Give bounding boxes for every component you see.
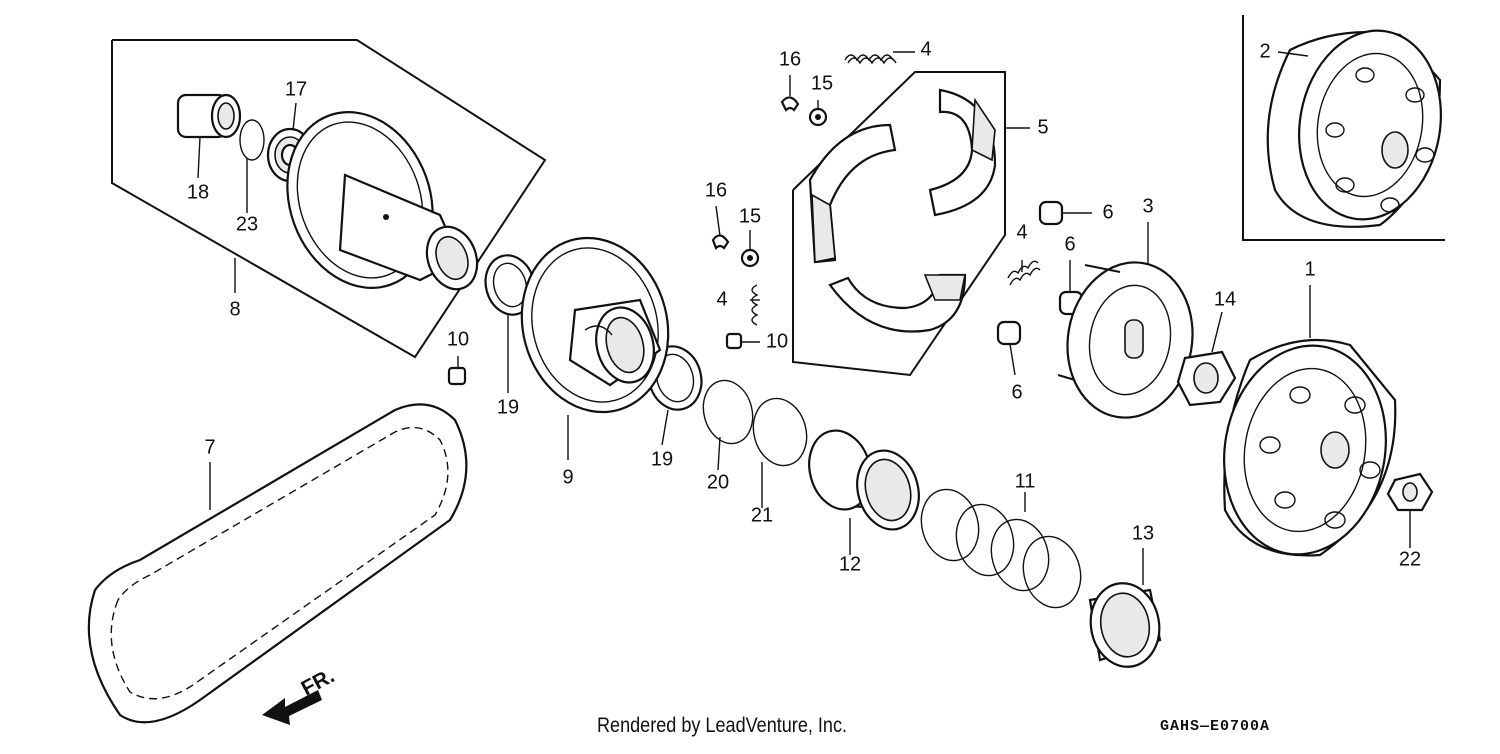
callout-23: 23 bbox=[236, 213, 258, 235]
callout-labels: 1 2 3 4 4 4 5 6 6 6 7 8 9 10 10 11 12 13… bbox=[187, 38, 1421, 575]
callout-4-right: 4 bbox=[1016, 221, 1027, 243]
front-direction-label: FR. bbox=[298, 664, 339, 700]
callout-4-top: 4 bbox=[920, 38, 931, 60]
group-box-8 bbox=[111, 39, 547, 359]
callout-17: 17 bbox=[285, 78, 307, 100]
callout-9: 9 bbox=[562, 466, 573, 488]
callout-19-mid: 19 bbox=[651, 448, 673, 470]
driven-face-spring bbox=[920, 488, 1082, 609]
front-direction-arrow: FR. bbox=[262, 664, 338, 725]
callout-3: 3 bbox=[1142, 195, 1153, 217]
clutch-spring-right bbox=[1007, 260, 1041, 286]
callout-16-top: 16 bbox=[779, 48, 801, 70]
callout-10-left: 10 bbox=[447, 328, 469, 350]
callout-15-mid: 15 bbox=[739, 205, 761, 227]
clutch-shoe-lower bbox=[828, 273, 967, 333]
callout-13: 13 bbox=[1132, 522, 1154, 544]
callout-22: 22 bbox=[1399, 548, 1421, 570]
bolt-10-left bbox=[447, 366, 467, 386]
spring-seat bbox=[1088, 582, 1162, 668]
callout-8: 8 bbox=[229, 298, 240, 320]
callout-5: 5 bbox=[1037, 116, 1048, 138]
drive-belt bbox=[87, 403, 468, 724]
o-ring-20 bbox=[702, 379, 754, 445]
group-box-5 bbox=[792, 71, 1006, 377]
clip-16-mid bbox=[711, 234, 730, 250]
circlip bbox=[239, 119, 265, 161]
clutch-outer bbox=[1223, 338, 1397, 557]
callout-2: 2 bbox=[1259, 40, 1270, 62]
callout-10-mid: 10 bbox=[766, 330, 788, 352]
callout-1: 1 bbox=[1304, 258, 1315, 280]
callout-11: 11 bbox=[1015, 470, 1036, 492]
clutch-outer-inset bbox=[1266, 29, 1442, 228]
callout-14: 14 bbox=[1214, 288, 1236, 310]
callout-6-bottom: 6 bbox=[1011, 381, 1022, 403]
callout-19-left: 19 bbox=[497, 396, 519, 418]
callout-6-top: 6 bbox=[1102, 201, 1113, 223]
o-ring-21 bbox=[752, 397, 808, 467]
damper-6-top bbox=[1038, 200, 1064, 226]
washer-15-top bbox=[808, 107, 828, 127]
clutch-shoe-upper-right bbox=[928, 88, 997, 217]
callout-21: 21 bbox=[751, 504, 773, 526]
seal-collar bbox=[808, 429, 920, 531]
washer-15-mid bbox=[740, 248, 760, 268]
callout-15-top: 15 bbox=[811, 72, 833, 94]
clutch-spring-top bbox=[844, 54, 897, 65]
callout-18: 18 bbox=[187, 181, 209, 203]
callout-4-mid: 4 bbox=[716, 288, 727, 310]
needle-bearing bbox=[176, 93, 242, 139]
driven-face bbox=[286, 111, 479, 291]
nut-14 bbox=[1176, 350, 1237, 407]
callout-20: 20 bbox=[707, 471, 729, 493]
callout-7: 7 bbox=[204, 436, 215, 458]
callout-12: 12 bbox=[839, 553, 861, 575]
damper-6-bottom bbox=[996, 320, 1022, 346]
bolt-10-mid bbox=[725, 332, 743, 350]
nut-22 bbox=[1386, 472, 1434, 512]
clip-16-top bbox=[780, 96, 800, 112]
callout-16-mid: 16 bbox=[705, 179, 727, 201]
callout-6-mid: 6 bbox=[1064, 233, 1075, 255]
movable-driven-face bbox=[520, 236, 670, 414]
diagram-code: GAHS—E0700A bbox=[1160, 718, 1271, 735]
render-credit: Rendered by LeadVenture, Inc. bbox=[597, 714, 848, 737]
leader-lines bbox=[197, 51, 1411, 585]
clutch-shoe-upper-left bbox=[808, 123, 897, 264]
clutch-spring-mid bbox=[751, 284, 759, 326]
inset-box-2 bbox=[1242, 15, 1445, 241]
drive-plate bbox=[1057, 261, 1194, 419]
